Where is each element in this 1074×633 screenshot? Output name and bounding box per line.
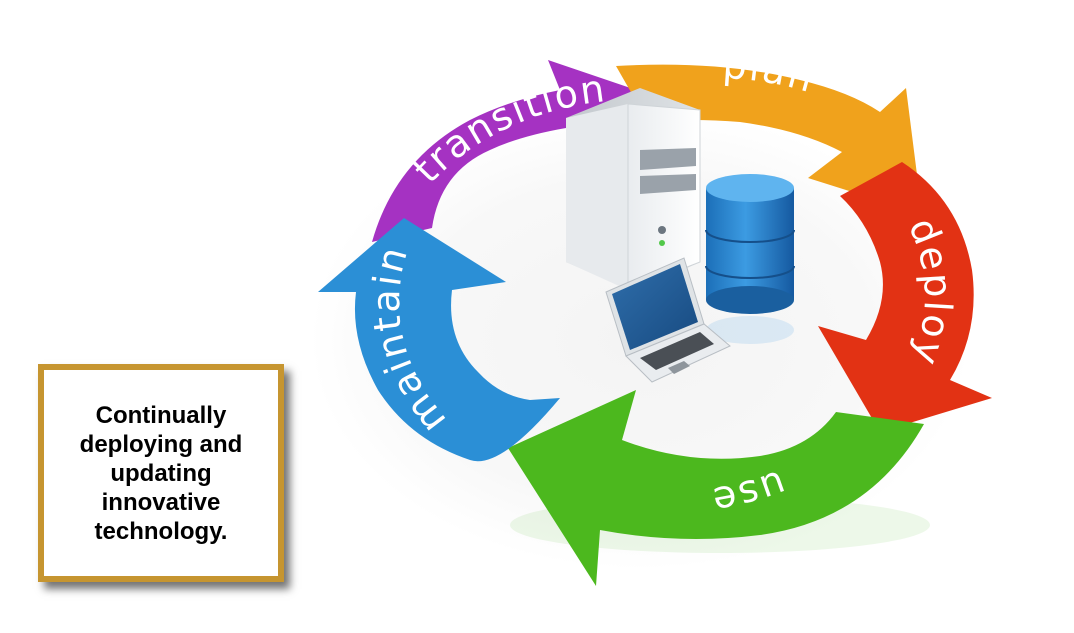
caption-box: Continually deploying and updating innov… [38,364,284,582]
laptop-icon [605,257,731,383]
stage-arrow-plan [616,64,922,214]
stage-arrow-deploy [818,162,992,432]
server-tower-icon [566,88,701,292]
stage-arrow-transition [372,60,660,242]
stage-arrow-use [508,390,924,586]
stage-arrow-maintain [318,218,560,462]
caption-text: Continually deploying and updating innov… [79,401,243,545]
database-cylinder-icon [705,174,795,344]
